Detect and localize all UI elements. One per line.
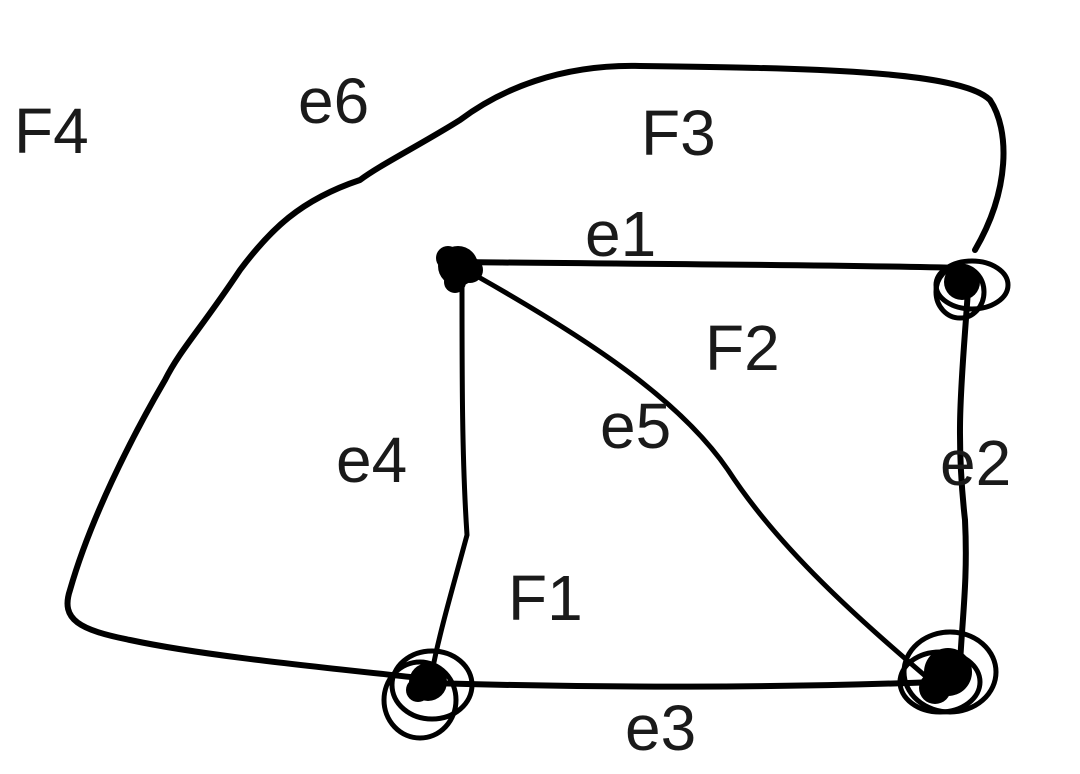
edge-label-e1: e1 [585,198,656,270]
face-label-f3: F3 [641,97,716,169]
vertex-top-left [436,246,483,293]
edge-label-e6: e6 [298,65,369,137]
vertex-top-right [933,258,1011,321]
face-label-f1: F1 [508,562,583,634]
vertex-bottom-left [381,648,475,741]
edge-e2 [956,287,971,668]
edge-label-e5: e5 [600,390,671,462]
edge-e1 [459,259,968,271]
vertex-bottom-right [897,629,999,715]
edge-e5 [472,272,933,683]
edge-label-e4: e4 [336,424,407,496]
edge-e6 [64,62,1007,681]
edge-label-e2: e2 [940,427,1011,499]
face-label-f4: F4 [14,95,89,167]
edge-e4 [429,277,470,675]
face-label-f2: F2 [705,312,780,384]
edge-label-e3: e3 [625,692,696,764]
edge-e3 [427,679,938,690]
